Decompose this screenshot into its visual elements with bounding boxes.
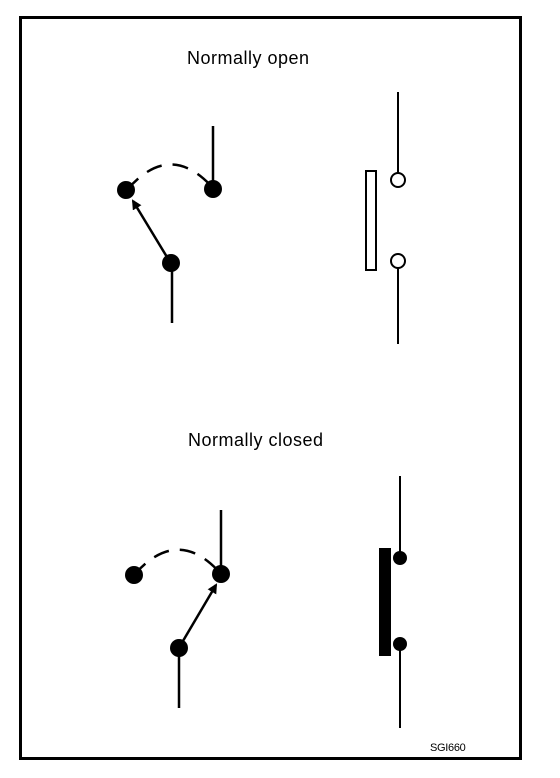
no-schematic-top-terminal [390,172,406,188]
normally-open-label: Normally open [187,48,310,68]
normally-open-schematic-symbol [365,92,406,344]
normally-closed-schematic-symbol [379,476,407,728]
no-switch-arm-arrow [131,199,172,263]
nc-switch-arm-arrow [178,583,218,647]
normally-closed-pictorial-symbol [125,510,230,708]
no-pivot-contact [162,254,180,272]
normally-open-pictorial-symbol [117,126,222,323]
nc-schematic-closed-bar [379,548,391,656]
nc-pivot-contact [170,639,188,657]
no-travel-arc [126,163,214,191]
nc-travel-arc [133,548,222,576]
nc-schematic-bottom-terminal [393,637,407,651]
normally-closed-label: Normally closed [188,430,324,450]
figure-border [19,16,522,760]
no-schematic-open-bar [365,170,377,271]
nc-open-contact [125,566,143,584]
figure-code: SGI660 [430,742,466,754]
nc-fixed-contact [212,565,230,583]
no-schematic-bottom-terminal [390,253,406,269]
no-moving-contact [117,181,135,199]
nc-schematic-top-terminal [393,551,407,565]
no-fixed-contact [204,180,222,198]
